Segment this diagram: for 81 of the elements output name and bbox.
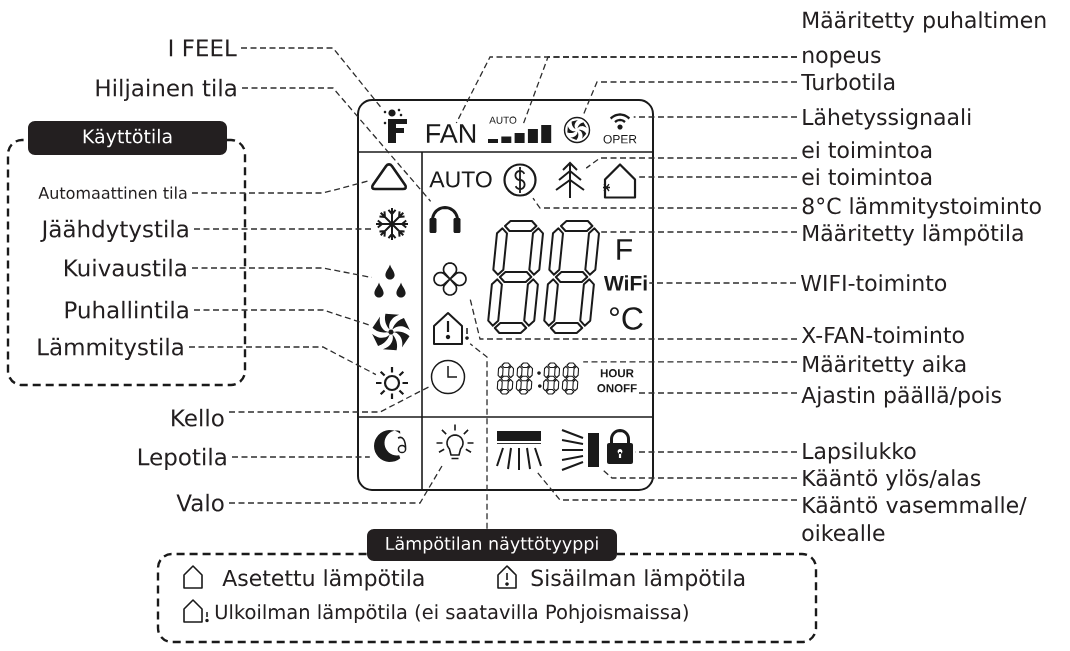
- triangle-icon: [370, 163, 408, 191]
- callout-label: Määritetty lämpötila: [803, 224, 1023, 246]
- leader-line: [532, 197, 798, 209]
- heading-tab: Lämpötilan näyttötyyppi: [367, 529, 617, 561]
- leader-line: [634, 451, 798, 453]
- tree-icon: [555, 161, 585, 199]
- moon-icon: [374, 430, 407, 462]
- callout-label: Määritetty aika: [803, 355, 966, 377]
- callout-label: Hiljainen tila: [96, 78, 236, 102]
- fan-icon: [372, 313, 410, 351]
- indicator-text: °C: [609, 307, 643, 330]
- callout-label: Automaattinen tila: [38, 186, 187, 199]
- leader-line: [193, 309, 371, 326]
- person-f-icon: [383, 108, 407, 143]
- callout-label: Puhallintila: [65, 300, 188, 319]
- callout-label: Ajastin päällä/pois: [801, 386, 1001, 408]
- vane-rays-icon: [561, 429, 599, 471]
- key-label: Asetettu lämpötila: [222, 569, 424, 591]
- dollar-circle-icon: [503, 163, 537, 197]
- callout-label: Lepotila: [138, 447, 226, 471]
- leader-line: [240, 47, 383, 110]
- snowflake-icon: [375, 207, 409, 241]
- indicator-text: FAN: [426, 124, 476, 143]
- drops-icon: [374, 264, 406, 298]
- indicator-text: AUTO: [429, 171, 492, 188]
- callout-label: Lapsilukko: [803, 442, 916, 464]
- leader-line: [648, 282, 797, 284]
- leader-line: [228, 385, 431, 413]
- leader-line: [522, 56, 798, 125]
- callout-label: Kääntö ylös/alas: [803, 469, 981, 491]
- callout-label: ei toimintoa: [802, 168, 932, 186]
- callout-label: I FEEL: [169, 39, 237, 57]
- leader-line: [469, 343, 488, 530]
- leader-line: [241, 87, 432, 202]
- key-label: Ulkoilman lämpötila (ei saatavilla Pohjoismaissa): [215, 604, 688, 624]
- callout-label: Kääntö vasemmalle/ oikealle: [802, 496, 1027, 542]
- callout-label: ei toimintoa: [802, 141, 932, 159]
- callout-label: Valo: [176, 493, 224, 512]
- seven-segment-display: [496, 362, 580, 395]
- seven-segment-display: [487, 220, 600, 334]
- leader-line: [228, 464, 444, 504]
- leader-line: [582, 361, 798, 363]
- leader-line: [638, 176, 798, 178]
- callout-label: WIFI-toiminto: [800, 274, 947, 292]
- indicator-text: AUTO: [489, 116, 517, 124]
- callout-label: 8°C lämmitystoiminto: [802, 197, 1041, 219]
- callout-label: Kuivaustila: [65, 258, 186, 277]
- leader-line: [191, 180, 369, 194]
- callout-label: Turbotila: [801, 73, 895, 91]
- callout-label: Lämmitystila: [38, 337, 183, 361]
- leader-line: [637, 392, 798, 394]
- indicator-text: HOUR: [600, 369, 634, 378]
- leader-line: [536, 471, 798, 501]
- indicator-text: F: [617, 239, 632, 260]
- clock-icon: [430, 359, 466, 395]
- leader-line: [585, 157, 798, 169]
- flower-icon: [433, 262, 467, 296]
- headphones-icon: [429, 206, 461, 233]
- fan-circle-icon: [563, 116, 591, 144]
- callout-label: X-FAN-toiminto: [801, 326, 964, 344]
- heading-tab: Käyttötila: [28, 121, 227, 155]
- leader-line: [633, 116, 798, 118]
- bulb-icon: [435, 423, 475, 460]
- callout-label: Määritetty puhaltimen nopeus: [803, 11, 1046, 68]
- callout-label: Kello: [172, 408, 224, 427]
- callout-label: Jäähdytystila: [40, 219, 188, 243]
- callout-label: Lähetyssignaali: [803, 108, 971, 130]
- leader-line: [231, 456, 371, 458]
- leader-line: [600, 231, 798, 233]
- indicator-text: OPER: [603, 134, 637, 144]
- indicator-text: ONOFF: [597, 384, 637, 393]
- sun-icon: [374, 365, 410, 401]
- lock-icon: [607, 429, 633, 464]
- leader-line: [188, 346, 377, 376]
- leader-line: [582, 81, 798, 117]
- key-label: Sisäilman lämpötila: [531, 569, 745, 591]
- house-exclamation-icon: [433, 312, 469, 345]
- louver-rays-icon: [496, 431, 542, 471]
- indicator-text: WiFi: [603, 275, 647, 291]
- house-snowflake-icon: [602, 163, 637, 199]
- leader-line: [469, 298, 798, 340]
